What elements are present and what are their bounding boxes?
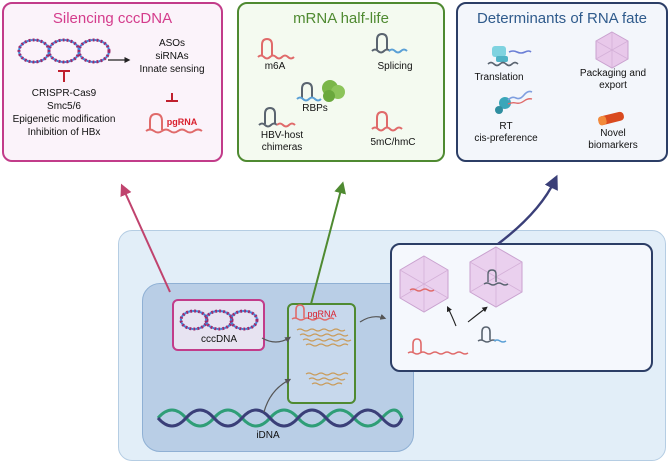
label-packaging: Packaging and export [579,68,647,91]
arrow-to-silencing [120,183,171,293]
silencing-title: Silencing cccDNA [52,10,173,27]
capsid-large-icon [399,255,449,313]
half-life-title: mRNA half-life [293,10,389,27]
fate-panel [456,2,668,162]
arrow-cccdna-to-rna [261,336,292,343]
label-splicing: Splicing [377,61,413,72]
label-rbps: RBPs [302,103,328,114]
arrow-packaging-1 [447,306,457,327]
cccdna-label: cccDNA [200,334,238,345]
chimera-rna-icon [258,106,296,128]
arrow-packaging-2 [467,306,488,323]
intervention-smc: Smc5/6 [47,101,81,112]
arrow-nucleus-to-fate [359,314,387,323]
fate-pgrna-icon [407,338,469,355]
label-m6a: m6A [264,61,286,72]
intervention-hbx: Inhibition of HBx [27,127,101,138]
inhibit-cccdna-icon [58,70,70,82]
biomarker-tube-icon [598,111,624,126]
ribosome-icon [487,46,532,67]
splicing-rna-icon [371,32,408,54]
capsid-filled-icon [469,246,523,308]
cccdna-rings-icon [17,38,111,64]
label-chimeras: HBV-host chimeras [260,130,304,153]
label-translation: Translation [474,72,524,83]
label-5mc: 5mC/hmC [370,137,416,148]
nucleus-cccdna-icon [179,309,259,331]
idna-helix-icon [156,408,404,428]
half-life-panel [237,2,445,162]
agent-sirna: siRNAs [155,51,189,62]
fate-spliced-rna-icon [477,326,507,343]
m6a-rna-icon [257,37,295,60]
pgrna-icon [145,112,203,134]
silencing-pgrna-label: pgRNA [166,117,198,127]
label-rt: RT cis-preference [474,121,538,144]
label-novel: Novel biomarkers [588,128,638,151]
cell-pgrna-label: pgRNA [307,309,337,319]
transcripts-icon [291,304,352,386]
intervention-epigenetic: Epigenetic modification [12,114,116,125]
arrow-idna-to-rna [263,378,292,413]
modified-rna-icon [371,110,403,132]
agent-aso: ASOs [158,38,186,49]
intervention-crispr: CRISPR-Cas9 [31,88,97,99]
idna-label: iDNA [256,430,280,441]
rbp-protein-icon [296,80,345,102]
inhibit-pgrna-icon [166,93,178,102]
silencing-panel [2,2,223,162]
arrow-to-half-life [310,181,346,305]
fate-title: Determinants of RNA fate [476,10,648,27]
capsid-icon [595,31,629,69]
agent-innate: Innate sensing [139,64,205,75]
cccdna-box [172,299,265,351]
arrow-to-fate [497,174,558,245]
reverse-transcriptase-icon [495,90,533,114]
